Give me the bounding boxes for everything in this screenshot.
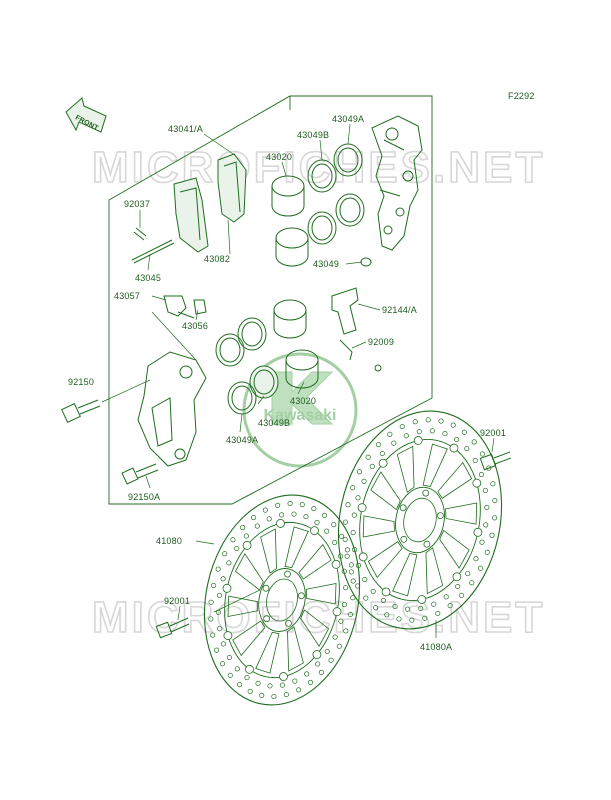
seal-lower-a-2 xyxy=(227,381,257,415)
label-92037: 92037 xyxy=(124,199,150,209)
label-92150a: 92150A xyxy=(128,492,160,502)
front-arrow-icon: FRONT xyxy=(65,97,107,133)
seal-upper-b-2 xyxy=(307,211,337,245)
watermark-top: MICROFICHES.NET xyxy=(92,143,545,192)
seal-lower-a-1 xyxy=(215,333,245,367)
label-92009: 92009 xyxy=(368,337,394,347)
label-41080: 41080 xyxy=(156,536,182,546)
seal-upper-a-2 xyxy=(335,193,365,227)
kawasaki-logo-text: Kawasaki xyxy=(264,407,337,424)
label-43082: 43082 xyxy=(204,254,230,264)
figure-code: F2292 xyxy=(508,91,535,101)
pad-pin xyxy=(131,239,175,264)
label-92144a: 92144/A xyxy=(382,305,417,315)
disc-bolt-left xyxy=(155,617,190,639)
label-43045: 43045 xyxy=(135,273,161,283)
caliper-body-upper xyxy=(371,115,423,251)
seal-lower-b-2 xyxy=(249,365,279,399)
label-43020-top: 43020 xyxy=(266,152,292,162)
brake-disc-right xyxy=(337,410,503,630)
label-43049a-top: 43049A xyxy=(332,114,364,124)
label-43049a-mid: 43049A xyxy=(226,435,258,445)
seal-lower-b-1 xyxy=(237,317,267,351)
label-92001-right: 92001 xyxy=(480,428,506,438)
label-43049b-top: 43049B xyxy=(297,130,329,140)
caliper-mount-bolt xyxy=(61,399,101,423)
brake-pad-right xyxy=(217,153,247,223)
piston-upper-2 xyxy=(275,227,309,267)
label-92001-left: 92001 xyxy=(164,596,190,606)
pad-pin-clip xyxy=(133,227,147,241)
bleeder-screw xyxy=(193,299,207,315)
piston-lower-1 xyxy=(273,299,307,339)
bleeder-cap xyxy=(360,257,372,267)
label-43056: 43056 xyxy=(182,321,208,331)
label-92150: 92150 xyxy=(68,377,94,387)
piston-upper-1 xyxy=(271,175,305,217)
label-43041: 43041/A xyxy=(168,124,203,134)
pad-spring-plate xyxy=(331,287,359,361)
label-41080a: 41080A xyxy=(420,642,452,652)
brake-pad-left xyxy=(173,177,209,253)
leader-lines xyxy=(101,123,495,638)
piston-lower-2 xyxy=(285,349,319,389)
label-43049-right: 43049 xyxy=(313,259,339,269)
kawasaki-logo: Kawasaki xyxy=(242,352,358,468)
label-43020-mid: 43020 xyxy=(290,396,316,406)
caliper-body-lower xyxy=(137,351,207,467)
small-screw-92009 xyxy=(374,364,382,372)
caliper-mount-bolt-a xyxy=(121,463,159,485)
label-43049b-mid: 43049B xyxy=(258,418,290,428)
bleeder-valve xyxy=(163,295,195,319)
brake-disc-left xyxy=(203,494,361,706)
label-43057: 43057 xyxy=(114,291,140,301)
